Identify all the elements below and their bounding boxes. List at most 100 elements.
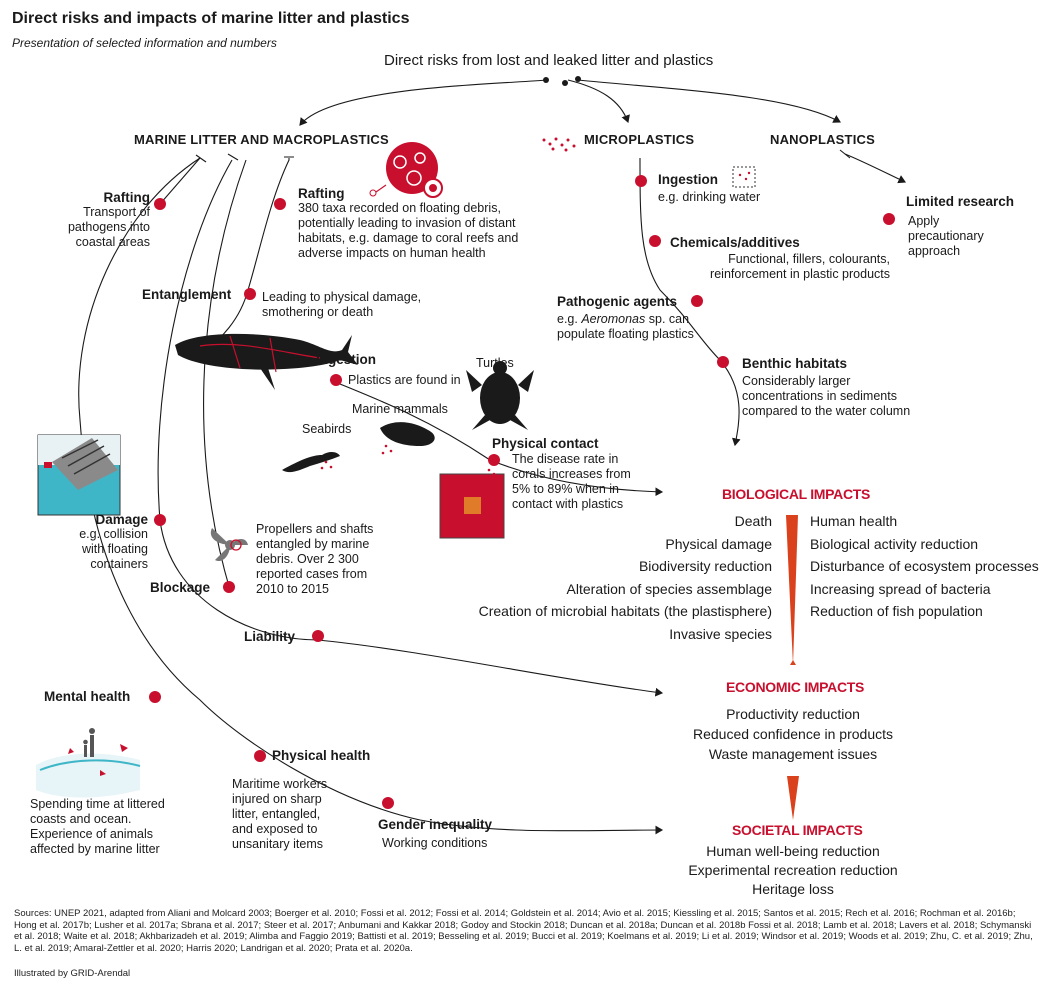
societal-impacts-heading: SOCIETAL IMPACTS <box>732 822 863 838</box>
root-heading: Direct risks from lost and leaked litter… <box>384 52 714 69</box>
physical-contact-line: corals increases from <box>512 467 631 481</box>
mental-health-line: Spending time at littered <box>30 797 165 811</box>
chemicals-line: reinforcement in plastic products <box>710 267 890 281</box>
biological-item: Death <box>734 513 772 529</box>
page-subtitle: Presentation of selected information and… <box>12 36 277 50</box>
biological-item: Biodiversity reduction <box>638 558 772 574</box>
propeller-icon <box>210 528 248 562</box>
propellers-line: reported cases from <box>256 567 368 581</box>
physical-health-text: Maritime workers injured on sharp litter… <box>232 777 327 852</box>
limited-research-line: approach <box>908 244 961 258</box>
biological-left-list: Death Physical damage Biodiversity reduc… <box>440 510 772 645</box>
physical-contact-heading: Physical contact <box>492 436 599 451</box>
rafting-left-block: Rafting Transport of pathogens into coas… <box>50 190 150 250</box>
benthic-line: Considerably larger <box>742 374 851 388</box>
mental-health-line: coasts and ocean. <box>30 812 132 826</box>
ingestion-text: Plastics are found in <box>348 373 461 387</box>
coral-box-icon <box>439 473 505 539</box>
societal-item: Human well-being reduction <box>706 843 880 859</box>
rafting-line: potentially leading to invasion of dista… <box>298 216 516 230</box>
liability-heading: Liability <box>244 629 296 644</box>
illustrated-by: Illustrated by GRID-Arendal <box>14 968 131 979</box>
entanglement-text: Leading to physical damage, smothering o… <box>262 290 421 320</box>
physical-health-heading: Physical health <box>272 748 371 763</box>
societal-list: Human well-being reduction Experimental … <box>663 842 923 899</box>
damage-block: Damage e.g. collision with floating cont… <box>40 512 148 572</box>
damage-line: with floating <box>81 542 148 556</box>
biological-item: Invasive species <box>669 625 772 642</box>
rafting-line: adverse impacts on human health <box>298 246 486 260</box>
biological-item: Reduction of fish population <box>810 603 983 619</box>
biological-item: Disturbance of ecosystem processes <box>810 558 1039 574</box>
propellers-line: entangled by marine <box>256 537 370 551</box>
microbe-icon <box>369 142 443 198</box>
entanglement-line: smothering or death <box>262 305 374 319</box>
rafting-block: Rafting 380 taxa recorded on floating de… <box>298 186 558 261</box>
biological-item: Physical damage <box>665 535 772 552</box>
mental-health-line: affected by marine litter <box>30 842 160 856</box>
category-nanoplastics: NANOPLASTICS <box>770 132 875 147</box>
biological-item: Creation of microbial habitats (the plas… <box>478 603 772 619</box>
physical-contact-text: The disease rate in corals increases fro… <box>512 452 631 512</box>
limited-research-heading: Limited research <box>906 194 1015 209</box>
entanglement-line: Leading to physical damage, <box>262 290 422 304</box>
rafting-line: habitats, e.g. damage to coral reefs and <box>298 231 519 245</box>
physical-health-line: unsanitary items <box>232 837 324 851</box>
economic-item: Waste management issues <box>708 746 878 762</box>
damage-line: containers <box>90 557 148 571</box>
pathogenic-line1: e.g. Aeromonas sp. can <box>557 312 690 326</box>
mental-health-text: Spending time at littered coasts and oce… <box>30 797 165 857</box>
mental-health-heading: Mental health <box>44 689 131 704</box>
limited-research-line: Apply <box>908 214 940 228</box>
limited-research-text: Apply precautionary approach <box>908 214 984 259</box>
biological-item: Alteration of species assemblage <box>566 580 772 597</box>
physical-health-line: and exposed to <box>232 822 318 836</box>
mental-health-line: Experience of animals <box>30 827 153 841</box>
page-title: Direct risks and impacts of marine litte… <box>12 10 410 27</box>
benthic-heading: Benthic habitats <box>742 356 848 371</box>
societal-item: Experimental recreation reduction <box>688 862 898 878</box>
ingestion-heading: Ingestion <box>316 352 376 367</box>
propellers-line: debris. Over 2 300 <box>256 552 359 566</box>
sources-text: Sources: UNEP 2021, adapted from Aliani … <box>14 908 1033 954</box>
physical-health-line: litter, entangled, <box>232 807 321 821</box>
rafting-left-line: pathogens into <box>67 220 150 234</box>
turtle-icon <box>466 361 534 430</box>
micro-ingestion-heading: Ingestion <box>658 172 718 187</box>
chemicals-line: Functional, fillers, colourants, <box>728 252 890 266</box>
gender-heading: Gender inequality <box>378 817 493 832</box>
societal-item: Heritage loss <box>752 881 834 897</box>
physical-contact-line: The disease rate in <box>512 452 619 466</box>
rafting-left-line: Transport of <box>83 205 150 219</box>
limited-research-line: precautionary <box>908 229 984 243</box>
biological-right-list: Human health Biological activity reducti… <box>810 510 1042 623</box>
pathogenic-line2: populate floating plastics <box>557 327 694 341</box>
rafting-left-line: coastal areas <box>75 235 150 249</box>
physical-health-line: injured on sharp <box>232 792 322 806</box>
economic-list: Productivity reduction Reduced confidenc… <box>673 704 913 764</box>
rafting-left-heading: Rafting <box>103 190 151 205</box>
whale-icon <box>175 333 358 390</box>
damage-heading: Damage <box>95 512 148 527</box>
economic-item: Reduced confidence in products <box>692 726 894 742</box>
biological-impacts-heading: BIOLOGICAL IMPACTS <box>722 486 871 502</box>
pathogenic-heading: Pathogenic agents <box>557 294 678 309</box>
biological-item: Biological activity reduction <box>810 535 979 552</box>
sunken-ship-icon <box>37 434 121 516</box>
label-seabirds: Seabirds <box>302 422 352 436</box>
label-turtles: Turtles <box>476 356 514 370</box>
biological-item: Increasing spread of bacteria <box>810 580 991 597</box>
chemicals-text: Functional, fillers, colourants, reinfor… <box>690 252 890 282</box>
category-macroplastics: MARINE LITTER AND MACROPLASTICS <box>134 132 389 147</box>
propellers-line: 2010 to 2015 <box>256 582 329 596</box>
economic-impacts-heading: ECONOMIC IMPACTS <box>726 679 865 695</box>
entanglement-heading: Entanglement <box>142 287 232 302</box>
chemicals-heading: Chemicals/additives <box>670 235 800 250</box>
seabird-icon <box>282 452 340 473</box>
microplastic-dots-icon <box>542 137 576 152</box>
propellers-text: Propellers and shafts entangled by marin… <box>256 522 373 597</box>
biological-item: Human health <box>810 513 898 529</box>
benthic-line: concentrations in sediments <box>742 389 897 403</box>
